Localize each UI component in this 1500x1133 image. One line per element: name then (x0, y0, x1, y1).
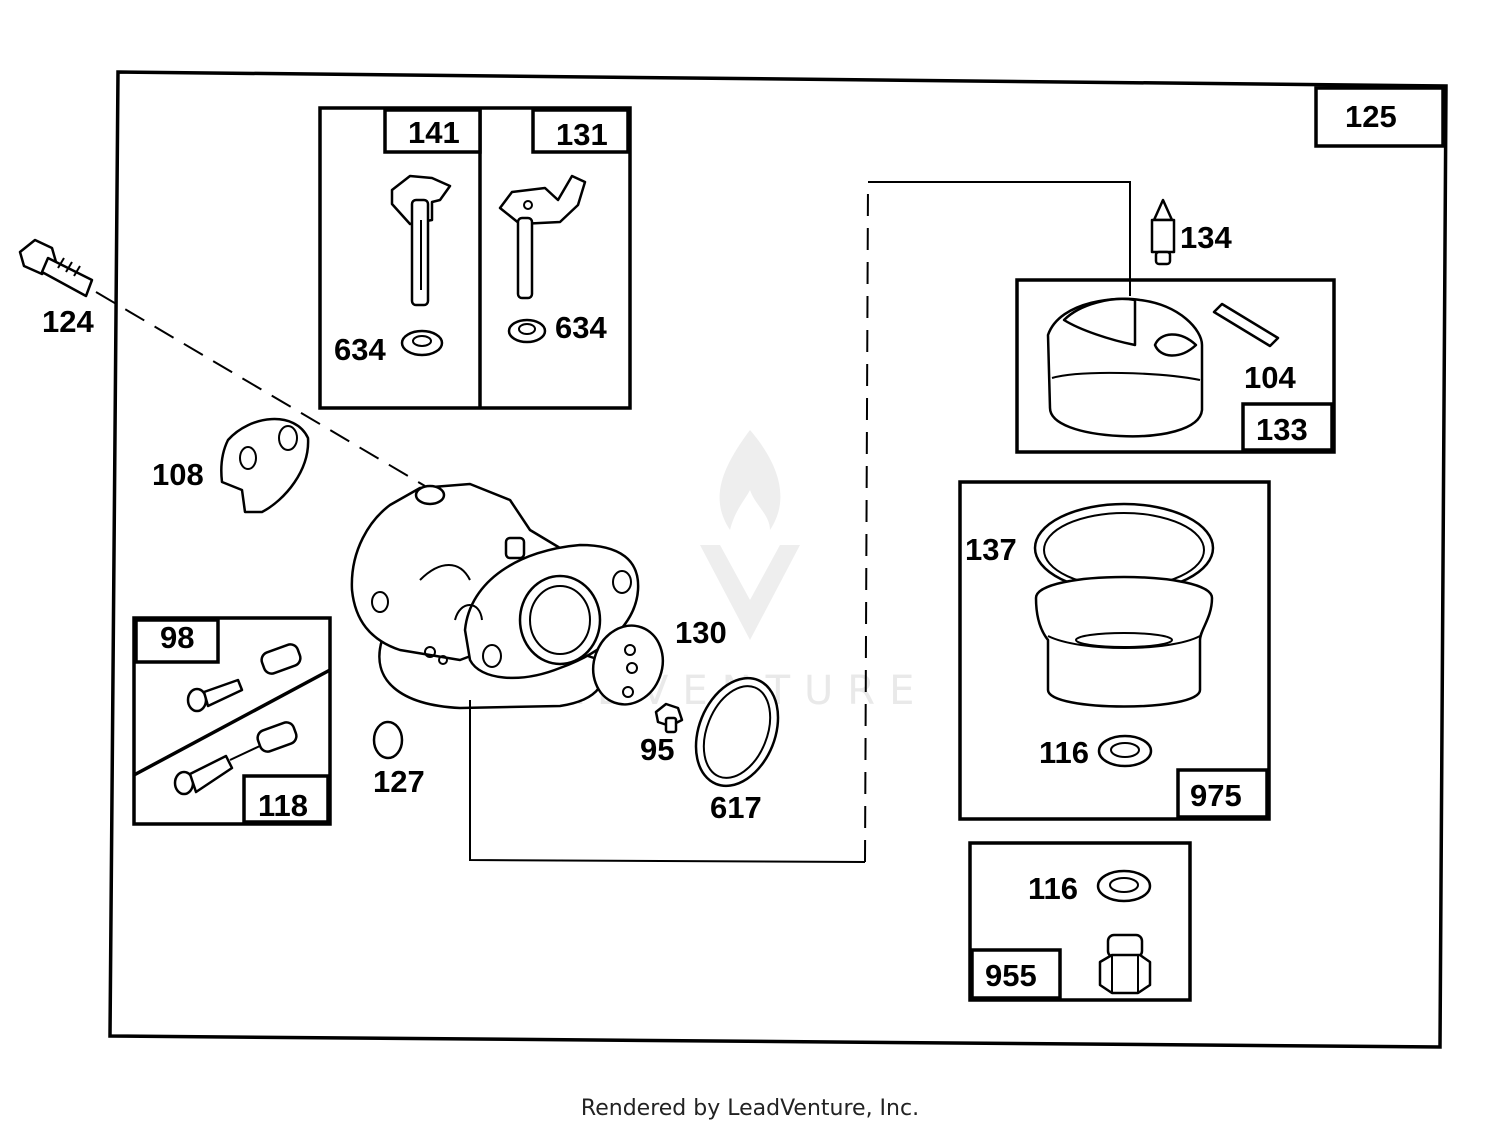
mixture-screw-icon (173, 721, 298, 796)
tag-131-box (531, 108, 630, 154)
tag-133-box (1241, 402, 1334, 452)
leader-124 (95, 291, 426, 487)
label-124: 124 (42, 304, 94, 339)
washer-634a-icon (400, 329, 444, 357)
float-needle-134-icon (1150, 198, 1176, 266)
outer-frame (108, 70, 1448, 1049)
washer-634b-icon (507, 318, 547, 344)
label-104: 104 (1244, 360, 1296, 395)
screw-95-icon (654, 702, 684, 734)
label-137: 137 (965, 532, 1017, 567)
box-133 (1015, 278, 1336, 454)
pin-104-icon (1212, 302, 1280, 348)
label-634-left: 634 (334, 332, 386, 367)
label-634-right: 634 (555, 310, 607, 345)
label-127: 127 (373, 764, 425, 799)
label-133: 133 (1256, 412, 1308, 447)
tag-955-box (970, 948, 1062, 1000)
tag-118-box (242, 774, 330, 824)
label-125: 125 (1345, 99, 1397, 134)
float-bowl-137-icon (1033, 502, 1215, 708)
float-133-icon (1046, 297, 1204, 438)
label-141: 141 (408, 115, 460, 150)
box-141-131 (318, 106, 632, 410)
washer-116a-icon (1097, 734, 1153, 768)
box-975 (958, 480, 1271, 821)
label-98: 98 (160, 620, 194, 655)
tag-98-box (134, 618, 220, 664)
label-617: 617 (710, 790, 762, 825)
box-98-118 (132, 616, 332, 826)
label-131: 131 (556, 117, 608, 152)
welch-plug-127-icon (372, 720, 404, 760)
bracket-line (469, 700, 866, 863)
tag-975-box (1176, 768, 1269, 819)
bolt-124-icon (18, 238, 94, 298)
choke-shaft-icon (498, 174, 587, 300)
label-975: 975 (1190, 778, 1242, 813)
watermark-logo-icon (700, 430, 800, 650)
tag-141-box (383, 108, 482, 154)
label-134: 134 (1180, 220, 1232, 255)
footer-credit: Rendered by LeadVenture, Inc. (580, 1096, 920, 1121)
divider-98-118 (133, 668, 331, 777)
bracket-dash (864, 181, 869, 863)
tag-125-box (1314, 86, 1445, 148)
label-118: 118 (258, 788, 308, 823)
label-116-nut: 116 (1028, 871, 1078, 906)
throttle-shaft-icon (390, 174, 452, 307)
label-955: 955 (985, 958, 1037, 993)
box-955 (968, 841, 1192, 1002)
bowl-nut-955-icon (1098, 933, 1152, 995)
label-116-bowl: 116 (1039, 735, 1089, 770)
carburetor-body-icon (350, 482, 640, 710)
o-ring-617-icon (694, 676, 780, 788)
idle-screw-icon (186, 643, 302, 713)
label-95: 95 (640, 732, 674, 767)
label-130: 130 (675, 615, 727, 650)
gasket-108-icon (220, 417, 310, 514)
washer-116b-icon (1096, 869, 1152, 903)
gasket-130-icon (591, 624, 665, 706)
label-108: 108 (152, 457, 204, 492)
bracket-top (868, 181, 1131, 296)
